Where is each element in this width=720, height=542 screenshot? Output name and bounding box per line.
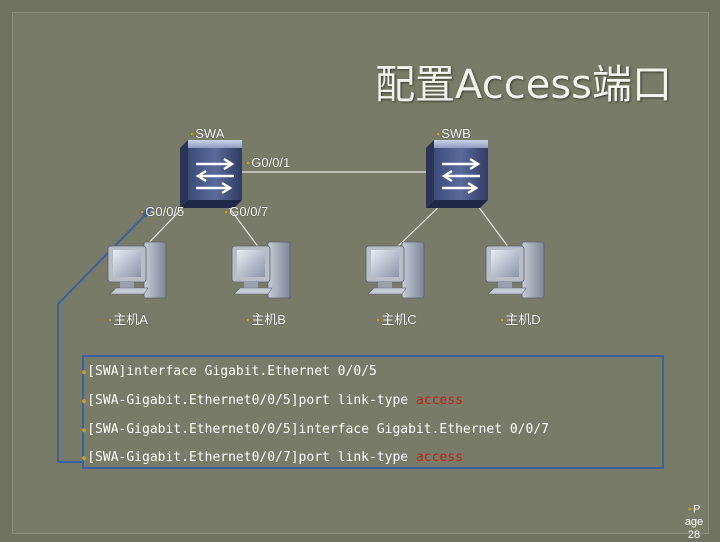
slide-title: 配置Access端口 [375, 62, 672, 108]
switch-label-swb: ●SWB [436, 126, 471, 141]
page-number: ●P age 28 [684, 503, 704, 542]
switch-icon [426, 140, 488, 208]
command-line: ●[SWA-Gigabit.Ethernet0/0/7]port link-ty… [82, 450, 463, 465]
port-label-g001: ●G0/0/1 [246, 155, 291, 170]
command-box [82, 355, 664, 469]
host-label-a: ●主机A [108, 312, 148, 327]
callout-arrow [57, 208, 152, 463]
port-label-g007: ●G0/0/7 [224, 204, 269, 219]
host-label-c: ●主机C [376, 312, 417, 327]
pc-icon [365, 241, 425, 299]
command-line: ●[SWA-Gigabit.Ethernet0/0/5]port link-ty… [82, 393, 463, 408]
switch-label-swa: ●SWA [190, 126, 225, 141]
command-line: ●[SWA]interface Gigabit.Ethernet 0/0/5 [82, 364, 377, 379]
pc-icon [107, 241, 167, 299]
host-label-b: ●主机B [246, 312, 286, 327]
switch-icon [180, 140, 242, 208]
command-line: ●[SWA-Gigabit.Ethernet0/0/5]interface Gi… [82, 422, 549, 437]
pc-icon [231, 241, 291, 299]
pc-icon [485, 241, 545, 299]
port-label-g005: ●G0/0/5 [140, 204, 185, 219]
host-label-d: ●主机D [500, 312, 541, 327]
